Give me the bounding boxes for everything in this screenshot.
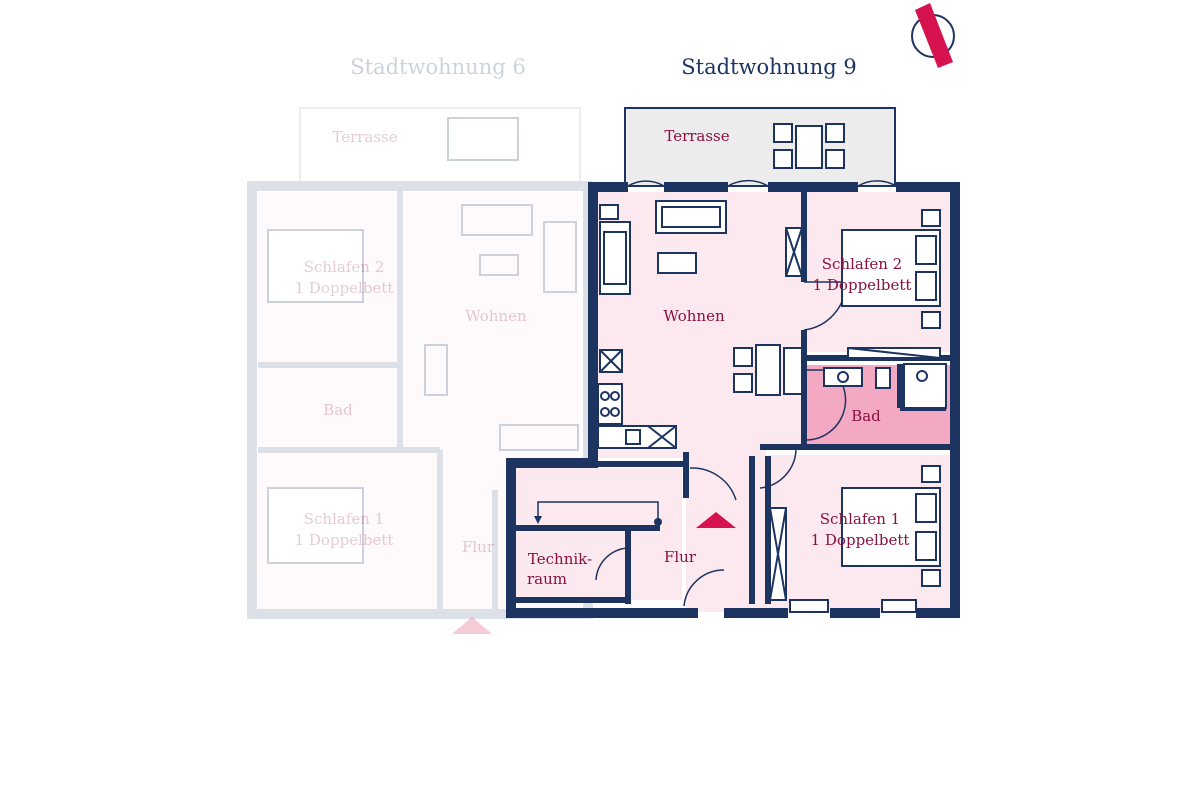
left-bedroom1-bed: 1 Doppelbett xyxy=(295,531,394,549)
left-bedroom2-label: Schlafen 2 xyxy=(304,258,384,276)
bedroom1-furniture xyxy=(769,465,941,613)
left-bath-label: Bad xyxy=(323,401,353,419)
terrace-label: Terrasse xyxy=(664,127,729,145)
bedroom1-label: Schlafen 1 xyxy=(820,510,900,528)
bath-label: Bad xyxy=(851,407,881,425)
technical-area xyxy=(512,468,682,600)
technical-pipe xyxy=(534,501,662,526)
north-arrow-icon xyxy=(911,3,955,68)
technical-label-line1: Technik- xyxy=(528,550,592,568)
left-bedroom1-label: Schlafen 1 xyxy=(304,510,384,528)
bath-fixtures xyxy=(823,363,947,409)
bedroom2-furniture xyxy=(841,209,941,359)
outer-walls xyxy=(506,182,960,618)
bedroom2-label: Schlafen 2 xyxy=(822,255,902,273)
bedroom2-bed-label: 1 Doppelbett xyxy=(813,276,912,294)
left-hall-label: Flur xyxy=(462,538,495,556)
right-unit-title: Stadtwohnung 9 xyxy=(681,55,856,79)
left-living-label: Wohnen xyxy=(465,307,527,325)
technical-label-line2: raum xyxy=(527,570,567,588)
left-bedroom2-bed: 1 Doppelbett xyxy=(295,279,394,297)
living-furniture xyxy=(597,200,803,449)
terrace-area xyxy=(624,107,896,187)
living-label: Wohnen xyxy=(663,307,725,325)
left-entrance-arrow-icon xyxy=(452,617,492,634)
left-unit-title: Stadtwohnung 6 xyxy=(350,55,525,79)
left-terrace-label: Terrasse xyxy=(332,128,397,146)
hall-label: Flur xyxy=(664,548,697,566)
bedroom1-bed-label: 1 Doppelbett xyxy=(811,531,910,549)
entrance-arrow-icon xyxy=(696,512,736,528)
terrace-table-set xyxy=(773,123,845,169)
